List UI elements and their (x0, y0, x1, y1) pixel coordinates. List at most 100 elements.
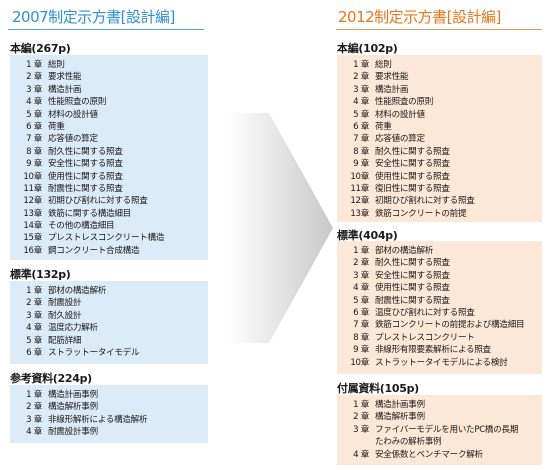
chapter-title: 鉄筋コンクリートの前提 (375, 208, 467, 219)
right-title-underline (336, 29, 542, 30)
chapter-row: 15章プレストレスコンクリート構造 (10, 232, 208, 244)
chapter-number: 8 章 (353, 332, 369, 343)
chapter-title: 鋼コンクリート合成構造 (48, 245, 140, 256)
chapter-number: 3 章 (353, 270, 369, 281)
left-section-label: 本編(267p) (10, 42, 71, 55)
chapter-row: 9 章安全性に関する照査 (337, 158, 542, 170)
left-section-label: 参考資料(224p) (10, 372, 92, 385)
left-section-label: 標準(132p) (10, 268, 71, 281)
chapter-title: 荷重 (48, 121, 65, 132)
chapter-number: 9 章 (353, 345, 369, 356)
chapter-title: 温度ひび割れに対する照査 (375, 307, 475, 318)
arrow-right-icon (229, 113, 333, 343)
chapter-number: 1 章 (353, 60, 369, 70)
chapter-row: 2 章耐久性に関する照査 (337, 257, 542, 269)
chapter-title: 要求性能 (375, 72, 409, 83)
chapter-number: 4 章 (26, 427, 42, 438)
chapter-title: 性能照査の原則 (48, 97, 107, 108)
chapter-title: 使用性に関する照査 (375, 283, 450, 294)
chapter-row: 4 章性能照査の原則 (10, 96, 208, 108)
chapter-title: 耐久性に関する照査 (375, 146, 450, 157)
chapter-title: 初期ひび割れに対する照査 (375, 196, 475, 207)
chapter-title: 性能照査の原則 (375, 97, 434, 108)
chapter-row: 1 章構造計画事例 (337, 399, 542, 411)
chapter-number: 11章 (23, 183, 42, 194)
chapter-row: 1 章総則 (10, 59, 208, 71)
chapter-title: 材料の設計値 (48, 109, 98, 120)
chapter-row: 10章使用性に関する照査 (10, 171, 208, 183)
chapter-number: 4 章 (26, 323, 42, 334)
chapter-row: 3 章構造計画 (10, 84, 208, 96)
chapter-row: 10章使用性に関する照査 (337, 171, 542, 183)
chapter-number: 5 章 (353, 109, 369, 120)
chapter-number: 6 章 (353, 307, 369, 318)
chapter-number: 6 章 (26, 347, 42, 358)
chapter-number: 7 章 (353, 320, 369, 331)
chapter-row: 6 章ストラットータイモデル (10, 347, 208, 359)
chapter-title: 使用性に関する照査 (375, 171, 450, 182)
chapter-row: 5 章材料の設計値 (10, 109, 208, 121)
chapter-row: 4 章安全係数とベンチマーク解析 (337, 449, 542, 461)
chapter-number: 2 章 (26, 298, 42, 309)
chapter-title: 非線形有限要素解析による照査 (375, 345, 491, 356)
chapter-title: 配筋詳細 (48, 335, 82, 346)
chapter-row: 2 章要求性能 (10, 71, 208, 83)
chapter-number: 3 章 (353, 424, 369, 435)
chapter-title: 耐震設計 (48, 298, 82, 309)
chapter-row: 9 章非線形有限要素解析による照査 (337, 344, 542, 356)
chapter-number: 14章 (23, 221, 42, 232)
chapter-number: 5 章 (26, 109, 42, 120)
chapter-title: 安全性に関する照査 (375, 159, 450, 170)
chapter-row: 10章ストラットータイモデルによる検討 (337, 357, 542, 369)
chapter-number: 6 章 (26, 121, 42, 132)
chapter-number: 11章 (350, 183, 369, 194)
chapter-number: 10章 (350, 171, 369, 182)
chapter-number: 6 章 (353, 121, 369, 132)
chapter-title: 安全係数とベンチマーク解析 (375, 449, 483, 460)
chapter-title: 構造解析事例 (48, 402, 98, 413)
chapter-title: 耐震設計事例 (48, 427, 98, 438)
chapter-row: 3 章非線形解析による構造解析 (10, 414, 208, 426)
chapter-number: 9 章 (353, 159, 369, 170)
chapter-title: 安全性に関する照査 (48, 159, 123, 170)
chapter-number: 8 章 (353, 146, 369, 157)
chapter-title: 総則 (48, 60, 65, 70)
chapter-number: 1 章 (26, 390, 42, 400)
chapter-title: 鉄筋コンクリートの前提および構造細目 (375, 320, 525, 331)
chapter-title: ファイバーモデルを用いたPC橋の長期 (375, 424, 519, 435)
chapter-row: 3 章耐久設計 (10, 310, 208, 322)
chapter-row: 4 章温度応力解析 (10, 322, 208, 334)
chapter-title: 安全性に関する照査 (375, 270, 450, 281)
chapter-title: 耐久性に関する照査 (48, 146, 123, 157)
chapter-row: 8 章プレストレスコンクリート (337, 332, 542, 344)
chapter-number: 5 章 (353, 295, 369, 306)
chapter-row: 7 章鉄筋コンクリートの前提および構造細目 (337, 319, 542, 331)
chapter-number: 4 章 (353, 97, 369, 108)
chapter-row: 13章鉄筋コンクリートの前提 (337, 208, 542, 220)
chapter-title: 使用性に関する照査 (48, 171, 123, 182)
chapter-title: その他の構造細目 (48, 221, 115, 232)
chapter-number: 4 章 (353, 449, 369, 460)
chapter-number: 2 章 (26, 402, 42, 413)
chapter-row: 7 章応答値の算定 (337, 133, 542, 145)
chapter-title: 耐震性に関する照査 (375, 295, 450, 306)
chapter-title: 荷重 (375, 121, 392, 132)
chapter-title: 応答値の算定 (48, 134, 98, 145)
chapter-title: 耐久性に関する照査 (375, 258, 450, 269)
left-title: 2007制定示方書[設計編] (12, 8, 175, 26)
chapter-row: 12章初期ひび割れに対する照査 (337, 195, 542, 207)
chapter-number: 2 章 (353, 258, 369, 269)
chapter-row: 3 章安全性に関する照査 (337, 270, 542, 282)
chapter-number: 2 章 (26, 72, 42, 83)
chapter-row: 5 章材料の設計値 (337, 109, 542, 121)
chapter-number: 8 章 (26, 146, 42, 157)
chapter-number: 3 章 (26, 84, 42, 95)
chapter-title: 耐震性に関する照査 (48, 183, 123, 194)
chapter-number: 7 章 (26, 134, 42, 145)
chapter-title: 温度応力解析 (48, 323, 98, 334)
chapter-title: 総則 (375, 60, 392, 70)
chapter-row: 9 章安全性に関する照査 (10, 158, 208, 170)
